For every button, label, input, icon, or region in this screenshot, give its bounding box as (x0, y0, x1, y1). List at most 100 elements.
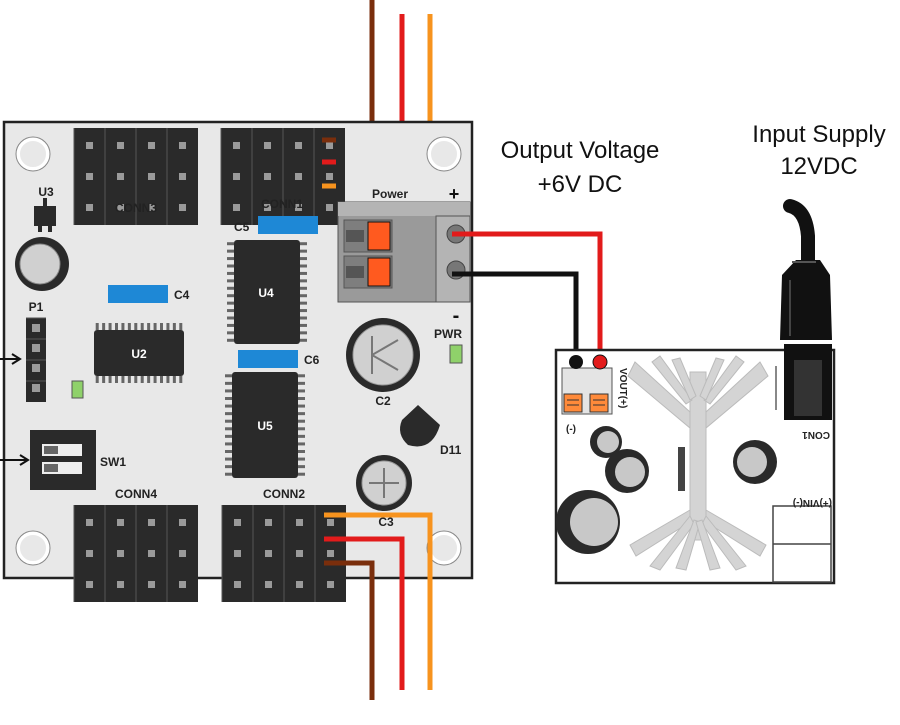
chip-pin (300, 338, 307, 342)
chip-pin (225, 457, 232, 461)
capacitor-c6 (238, 350, 298, 368)
label-u3: U3 (38, 185, 54, 199)
label-vout: VOUT(+) (617, 368, 628, 408)
chip-pin (179, 323, 183, 330)
annotation-input-line1: Input Supply (752, 121, 885, 148)
chip-pin (298, 389, 305, 393)
label-c6: C6 (304, 353, 320, 367)
reg-capacitor-2 (605, 449, 649, 493)
power-terminal-block[interactable] (337, 201, 471, 303)
chip-pin (225, 374, 232, 378)
header-conn1[interactable] (220, 128, 345, 225)
wire-brown-top (332, 0, 375, 143)
label-u4: U4 (258, 286, 274, 300)
reg-capacitor-4 (733, 440, 777, 484)
label-neg: (-) (566, 424, 576, 435)
header-pin (264, 173, 271, 180)
chip-pin (227, 257, 234, 261)
chip-pin (300, 271, 307, 275)
chip-pin (225, 404, 232, 408)
wire-red-output (452, 231, 603, 362)
chip-pin (298, 404, 305, 408)
output-wires (452, 231, 603, 362)
chip-pin (298, 434, 305, 438)
header-pin (117, 550, 124, 557)
chip-pin (160, 376, 163, 383)
diode-d11 (400, 405, 440, 447)
header-pin (179, 581, 186, 588)
header-pin (86, 142, 93, 149)
header-pin (117, 173, 124, 180)
chip-pin (227, 316, 234, 320)
mounting-hole-tl (16, 137, 50, 171)
chip-pin (227, 264, 234, 268)
header-pin (295, 204, 302, 211)
header-pin (148, 519, 155, 526)
chip-pin (298, 381, 305, 385)
capacitor-c2 (346, 318, 420, 392)
header-pin (148, 581, 155, 588)
led-pwr (449, 344, 463, 364)
header-pin (148, 550, 155, 557)
chip-pin (102, 323, 106, 330)
label-pwr: PWR (434, 327, 462, 341)
chip-pin (127, 376, 131, 383)
led-small-left (71, 380, 84, 399)
chip-pin (300, 294, 307, 298)
header-pin (32, 344, 40, 352)
label-c2: C2 (375, 394, 391, 408)
chip-pin (298, 465, 305, 469)
chip-pin (227, 323, 234, 327)
chip-pin (298, 450, 305, 453)
header-p1[interactable] (26, 317, 46, 402)
header-pin (326, 204, 333, 211)
header-pin (296, 519, 303, 526)
chip-body (234, 240, 300, 344)
input-power-plug (780, 199, 832, 340)
header-pin (326, 173, 333, 180)
chip-pin (227, 242, 234, 246)
input-terminal[interactable] (772, 505, 832, 583)
chip-pin (160, 323, 163, 330)
header-pin (233, 204, 240, 211)
header-pin (265, 519, 272, 526)
input-cable (783, 199, 815, 269)
chip-u5 (225, 372, 305, 478)
label-c5: C5 (234, 220, 250, 234)
chip-pin (121, 376, 125, 383)
header-conn3[interactable] (73, 128, 198, 225)
chip-pin (172, 323, 176, 330)
header-pin (117, 142, 124, 149)
capacitor-c3 (356, 455, 412, 511)
output-terminal[interactable] (561, 354, 613, 415)
label-c3: C3 (378, 515, 394, 529)
main-board: CONN3 CONN1 CONN4 CONN2 U3 C4 P1 (0, 120, 474, 602)
chip-pin (300, 264, 307, 268)
chip-pin (127, 323, 131, 330)
chip-pin (153, 323, 157, 330)
mounting-hole-bl (16, 531, 50, 565)
wire-brown-bottom (324, 560, 375, 700)
wire-red-bottom (324, 536, 405, 690)
chip-pin (147, 376, 151, 383)
label-con1: CON1 (802, 429, 830, 440)
chip-body (94, 330, 184, 376)
header-pin (148, 204, 155, 211)
dip-switch-sw1[interactable] (30, 430, 96, 490)
header-conn2[interactable] (221, 505, 346, 602)
chip-pin (115, 376, 118, 383)
header-pin (86, 173, 93, 180)
header-conn4[interactable] (73, 505, 198, 602)
chip-pin (140, 323, 144, 330)
capacitor-c4 (108, 285, 168, 303)
chip-pin (227, 301, 234, 305)
label-conn2: CONN2 (263, 487, 305, 501)
chip-pin (227, 331, 234, 335)
dc-jack[interactable] (784, 344, 832, 420)
header-pin (327, 550, 334, 557)
header-pin (148, 142, 155, 149)
header-pin (179, 519, 186, 526)
header-pin (234, 581, 241, 588)
chip-pin (134, 376, 138, 383)
header-pin (234, 519, 241, 526)
